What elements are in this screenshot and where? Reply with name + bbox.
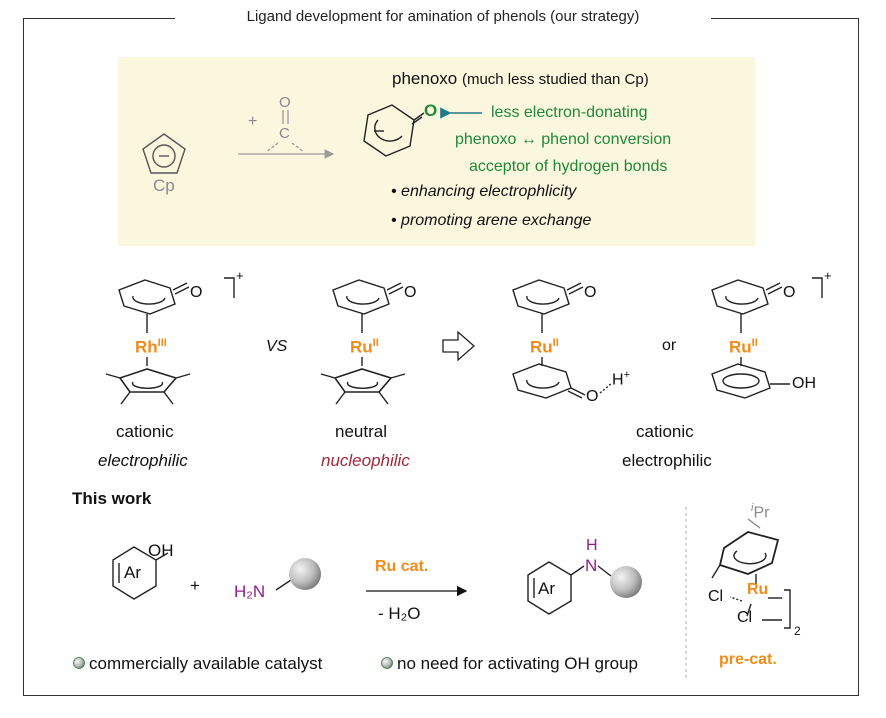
- hollow-arrow: [442, 330, 475, 362]
- product-nh-n: N: [585, 556, 598, 575]
- rh-symbol: Rh: [135, 337, 158, 357]
- bullet-dot-icon: •: [391, 183, 402, 200]
- product-ar: Ar: [538, 579, 555, 598]
- bullet-electrophilicity: • enhancing electrophlicity: [391, 183, 576, 201]
- precat-cl-2: Cl: [737, 609, 753, 626]
- rh-desc-1: cationic: [116, 422, 174, 441]
- ru-neutral-oxygen: O: [404, 284, 417, 301]
- phenoxo-ring: [363, 104, 425, 157]
- this-work-heading: This work: [72, 489, 152, 508]
- carbonyl-fragment: [265, 110, 305, 153]
- ru-neutral-metal: RuII: [350, 337, 379, 358]
- precat-ipr-iso: i: [751, 502, 754, 514]
- ru-neutral-complex: [320, 279, 406, 405]
- plus-sign: +: [248, 113, 258, 130]
- precat-structure: [711, 518, 791, 629]
- rh-charge: +: [236, 268, 244, 283]
- phenol-ar: Ar: [124, 563, 141, 582]
- right-desc-2: electrophilic: [622, 451, 712, 470]
- phenoxo-title-word: phenoxo: [392, 69, 458, 88]
- ru-cat-oxygen: O: [783, 284, 796, 301]
- bullet-text-1: enhancing electrophlicity: [401, 183, 577, 200]
- property-less-donating: less electron-donating: [491, 104, 648, 121]
- ru-neutral-oxidation: II: [372, 337, 379, 349]
- precat-label: pre-cat.: [719, 651, 777, 668]
- feature-commercial: commercially available catalyst: [89, 654, 323, 673]
- precat-ipr: iPr: [751, 502, 769, 522]
- precat-ipr-pr: Pr: [753, 504, 770, 522]
- phenoxo-oxygen: O: [424, 101, 438, 120]
- precat-ru: Ru: [747, 581, 769, 598]
- bullet-arene-exchange: • promoting arene exchange: [391, 212, 591, 230]
- cp-label: Cp: [153, 176, 175, 195]
- proton-label: H+: [612, 369, 630, 389]
- carbonyl-oxygen: O: [279, 94, 291, 111]
- carbonyl-carbon: C: [279, 125, 290, 142]
- phenol-oh: OH: [148, 541, 174, 560]
- phenoxo-title: phenoxo (much less studied than Cp): [392, 69, 649, 89]
- phenoxo-note: (much less studied than Cp): [461, 71, 649, 88]
- ru-cat-metal: RuII: [729, 337, 758, 358]
- ru-cat-symbol: Ru: [729, 337, 752, 357]
- rh-metal: RhIII: [135, 337, 167, 358]
- catalyst-label: Ru cat.: [375, 558, 429, 575]
- amine-substituent-sphere: [289, 558, 321, 590]
- proton-h: H: [612, 371, 624, 389]
- ru-hb-oxidation: II: [552, 337, 559, 349]
- bullet-text-2: promoting arene exchange: [401, 212, 592, 229]
- ru-desc-1: neutral: [335, 422, 387, 441]
- property-h-bond: acceptor of hydrogen bonds: [469, 158, 668, 175]
- feature1-bullet-icon: [73, 657, 85, 669]
- ru-neutral-symbol: Ru: [350, 337, 373, 357]
- precat-dimer-subscript: 2: [794, 624, 801, 638]
- feature2-bullet-icon: [381, 657, 393, 669]
- amine-bond: [275, 579, 292, 591]
- rh-oxygen: O: [190, 284, 203, 301]
- product-substituent-sphere: [610, 566, 642, 598]
- ru-cationic-complex: [711, 277, 823, 399]
- strategy-panel: [118, 57, 755, 246]
- frame-title: Ligand development for amination of phen…: [175, 8, 711, 25]
- right-desc-1: cationic: [636, 422, 694, 441]
- ru-cat-oxidation: II: [751, 337, 758, 349]
- ru-cat-charge: +: [824, 268, 832, 283]
- property-conversion: phenoxo ↔ phenol conversion: [455, 131, 672, 148]
- reaction-plus: +: [190, 576, 200, 595]
- aniline-ring: [527, 561, 612, 615]
- ru-hb-symbol: Ru: [530, 337, 553, 357]
- ru-hydrogen-bond-complex: [512, 279, 613, 399]
- phenol-ring: [112, 546, 169, 600]
- rh-oxidation: III: [157, 337, 167, 349]
- proton-charge: +: [623, 369, 630, 381]
- vs-label: VS: [266, 338, 288, 355]
- ru-hb-oxygen-top: O: [584, 284, 597, 301]
- ru-hb-metal: RuII: [530, 337, 559, 358]
- precat-cl-1: Cl: [708, 588, 724, 605]
- feature-no-activation: no need for activating OH group: [397, 654, 638, 673]
- ru-cat-hydroxyl: OH: [792, 375, 816, 392]
- byproduct-label: - H₂O: [378, 604, 421, 623]
- ru-hb-oxygen-bottom: O: [586, 388, 599, 405]
- product-nh-h: H: [586, 537, 598, 554]
- amine-label: H₂N: [234, 582, 266, 601]
- ru-desc-2: nucleophilic: [321, 451, 410, 470]
- or-label: or: [662, 337, 677, 354]
- cp-ring: [142, 133, 186, 174]
- bullet-dot-icon: •: [391, 212, 402, 229]
- rh-desc-2: electrophilic: [98, 451, 188, 470]
- rh-complex: [105, 277, 235, 405]
